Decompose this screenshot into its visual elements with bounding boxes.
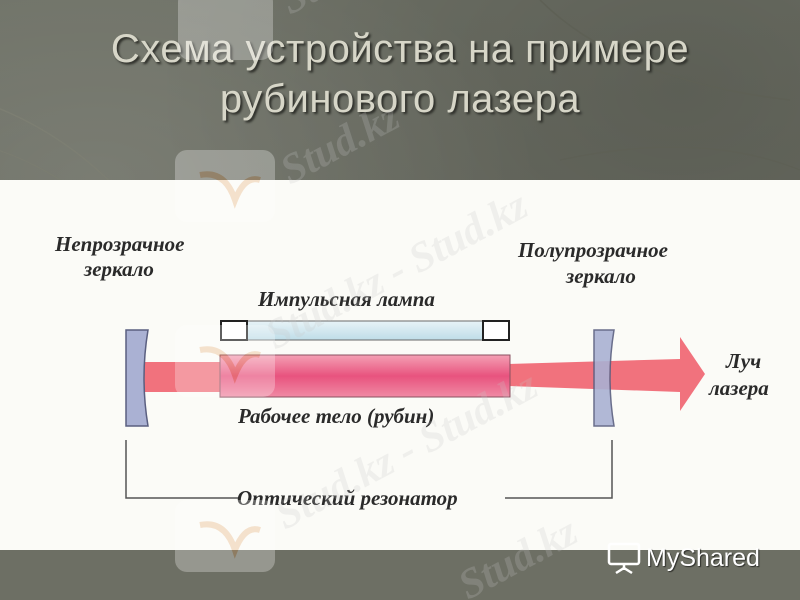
brand-name: MyShared [646,543,760,572]
working-body-label: Рабочее тело (рубин) [237,404,434,428]
footer-band [0,550,800,600]
ruby-rod [219,354,511,398]
flash-lamp-label: Импульсная лампа [257,287,435,311]
opaque-mirror-label-line-1: Непрозрачное [54,232,184,256]
presentation-board-icon [607,542,641,575]
laser-beam-left [135,362,222,392]
slide-title: Схема устройства на примере рубинового л… [0,24,800,124]
title-line-2: рубинового лазера [219,77,581,121]
laser-beam-label-line-2: лазера [708,376,769,400]
resonator-label: Оптический резонатор [237,486,458,510]
resonator-bracket [125,440,613,499]
myshared-brand[interactable]: MyShared [606,540,760,576]
flash-lamp-left-electrode [220,320,248,341]
title-line-1: Схема устройства на примере [110,27,690,71]
semi-mirror-label-line-2: зеркало [565,264,636,288]
opaque-mirror [125,329,149,427]
flash-lamp-tube [221,320,509,341]
flash-lamp-right-electrode [482,320,510,341]
semi-mirror-label-line-1: Полупрозрачное [517,238,668,262]
semi-transparent-mirror [593,329,615,427]
laser-beam-label-line-1: Луч [725,349,761,373]
opaque-mirror-label-line-2: зеркало [83,257,154,281]
